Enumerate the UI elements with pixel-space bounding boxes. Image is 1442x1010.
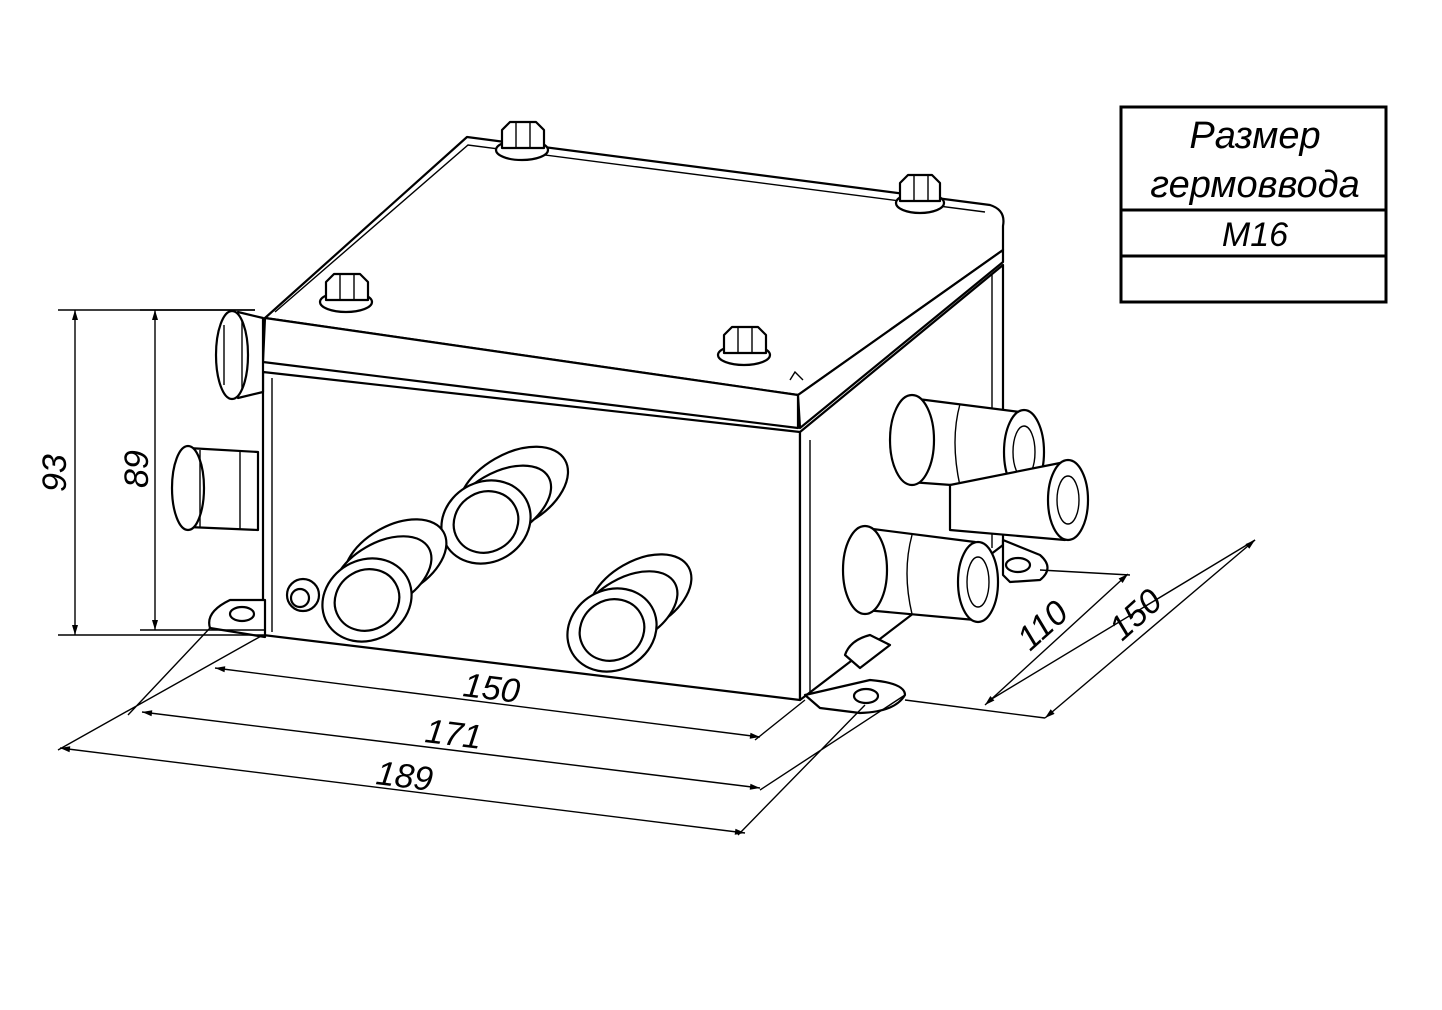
left-glands xyxy=(170,309,265,532)
dimension-lines xyxy=(57,309,1256,836)
right-glands xyxy=(841,393,1090,624)
dim-width-inner: 150 xyxy=(461,666,522,711)
bolt-icon xyxy=(716,325,772,367)
cable-gland-icon xyxy=(214,309,265,401)
cable-gland-icon xyxy=(440,445,570,565)
dim-height-total: 93 xyxy=(36,454,74,492)
dim-width-outer: 189 xyxy=(374,754,435,799)
bolt-icon xyxy=(318,272,374,314)
dim-depth-inner: 110 xyxy=(1010,593,1076,658)
cable-gland-icon xyxy=(321,518,448,643)
front-glands xyxy=(285,445,693,673)
dim-depth-outer: 150 xyxy=(1102,582,1170,648)
cable-gland-icon xyxy=(566,553,693,673)
bolt-icon xyxy=(894,173,946,215)
dim-width-mid: 171 xyxy=(423,712,484,757)
bolt-icon xyxy=(494,120,550,162)
cable-gland-icon xyxy=(170,444,260,532)
dim-height-body: 89 xyxy=(118,450,156,488)
table-header-line2: гермоввода xyxy=(1150,164,1359,206)
cable-gland-icon xyxy=(948,458,1090,542)
table-value: М16 xyxy=(1222,216,1288,254)
ground-screw-icon xyxy=(285,577,321,613)
box-lid xyxy=(261,135,1005,430)
gland-size-table: Размер гермоввода М16 xyxy=(1119,105,1388,304)
lid-bolts xyxy=(318,120,946,367)
table-header-line1: Размер xyxy=(1189,115,1320,157)
